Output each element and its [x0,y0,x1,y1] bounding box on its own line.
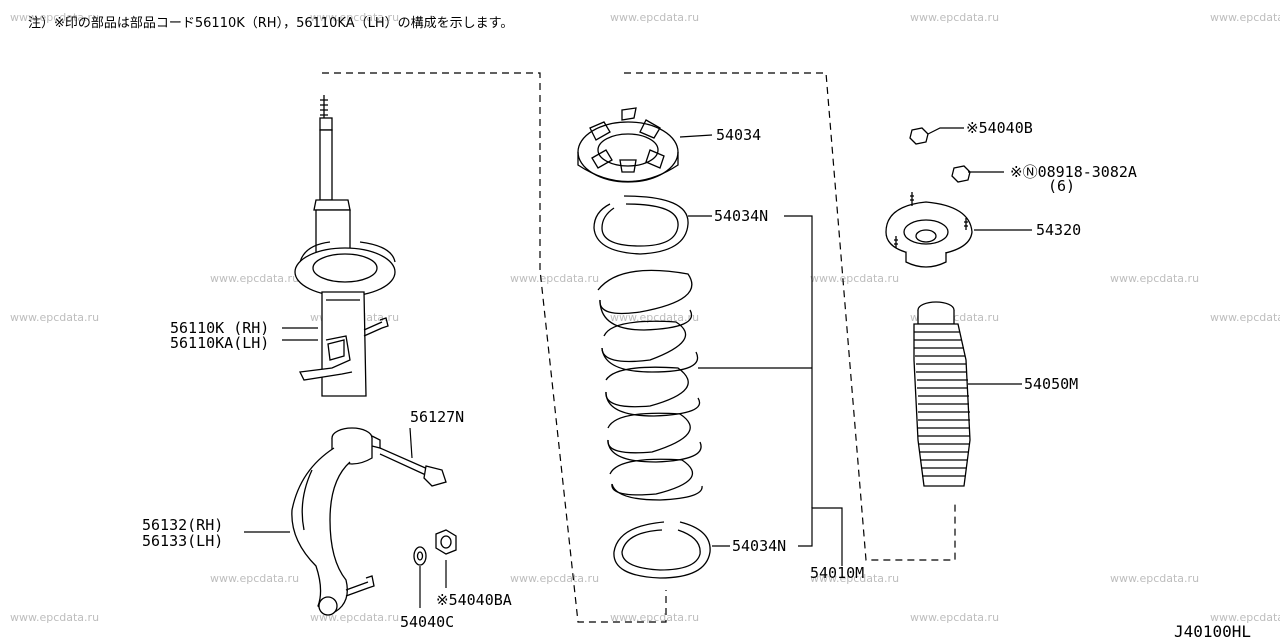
watermark: www.epcdata.ru [810,572,899,585]
watermark: www.epcdata.ru [810,272,899,285]
diagram-code: J40100HL [1174,622,1251,640]
label-56133[interactable]: 56133(LH) [142,532,223,550]
assembly-outline [322,72,956,623]
label-08918-3082a[interactable]: ※Ⓝ08918-3082A [1010,163,1137,181]
watermark: www.epcdata.ru [10,611,99,624]
insulator-54034n-bottom-drawing [613,521,711,579]
label-56110ka[interactable]: 56110KA(LH) [170,334,269,352]
insulator-54034n-top-inner [601,203,679,247]
leader-lines [244,127,1032,608]
header-note: 注）※印の部品は部品コード56110K（RH），56110KA（LH）の構成を示… [28,16,513,31]
insulator-54034n-bottom-inner [621,529,701,571]
watermark: www.epcdata.ru [610,311,699,324]
watermark: www.epcdata.ru [610,11,699,24]
watermark: www.epcdata.ru [10,11,99,24]
watermark: www.epcdata.ru [910,611,999,624]
spring-seat-54034-drawing [577,107,679,183]
knuckle-arm-drawing [291,427,381,616]
watermark: www.epcdata.ru [1210,611,1280,624]
watermark: www.epcdata.ru [210,272,299,285]
watermark: www.epcdata.ru [210,572,299,585]
label-54034[interactable]: 54034 [716,126,761,144]
dust-boot-54050m-drawing [913,301,971,487]
label-56110k[interactable]: 56110K (RH) [170,319,269,337]
watermark: www.epcdata.ru [1110,272,1199,285]
label-54050m[interactable]: 54050M [1024,375,1078,393]
bolt-56127n-drawing [379,447,447,487]
watermark: www.epcdata.ru [310,11,399,24]
label-56127n[interactable]: 56127N [410,408,464,426]
watermark: www.epcdata.ru [10,311,99,324]
label-54040b[interactable]: ※54040B [966,119,1033,137]
watermark: www.epcdata.ru [610,611,699,624]
strut-mount-54320-drawing [885,127,973,268]
label-54040ba[interactable]: ※54040BA [436,591,512,609]
label-08918-qty: (6) [1048,177,1075,195]
washer-and-nut-drawing [413,529,457,566]
watermark: www.epcdata.ru [510,272,599,285]
label-54320[interactable]: 54320 [1036,221,1081,239]
coil-spring-drawing [597,269,703,501]
watermark: www.epcdata.ru [1210,311,1280,324]
watermark: www.epcdata.ru [910,11,999,24]
watermark: www.epcdata.ru [510,572,599,585]
insulator-54034n-top-drawing [593,195,689,255]
label-54010m[interactable]: 54010M [810,564,864,582]
watermark: www.epcdata.ru [1210,11,1280,24]
watermark: www.epcdata.ru [1110,572,1199,585]
label-54040c[interactable]: 54040C [400,613,454,631]
label-56132[interactable]: 56132(RH) [142,516,223,534]
watermarks: www.epcdata.ru www.epcdata.ru www.epcdat… [10,11,1280,624]
label-54034n-top[interactable]: 54034N [714,207,768,225]
label-54034n-bottom[interactable]: 54034N [732,537,786,555]
strut-assembly-drawing [294,95,396,397]
